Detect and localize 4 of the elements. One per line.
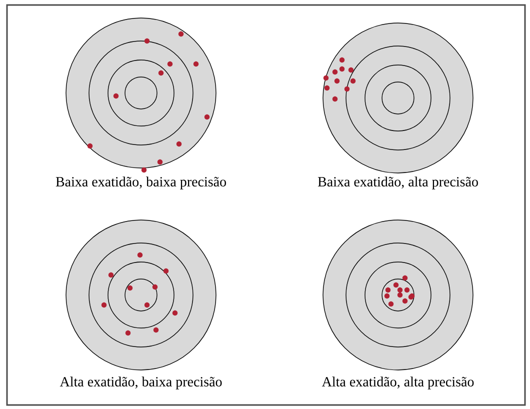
caption: Baixa exatidão, baixa precisão <box>56 176 226 190</box>
caption: Alta exatidão, alta precisão <box>322 376 474 390</box>
caption: Alta exatidão, baixa precisão <box>60 376 222 390</box>
caption: Baixa exatidão, alta precisão <box>318 176 478 190</box>
